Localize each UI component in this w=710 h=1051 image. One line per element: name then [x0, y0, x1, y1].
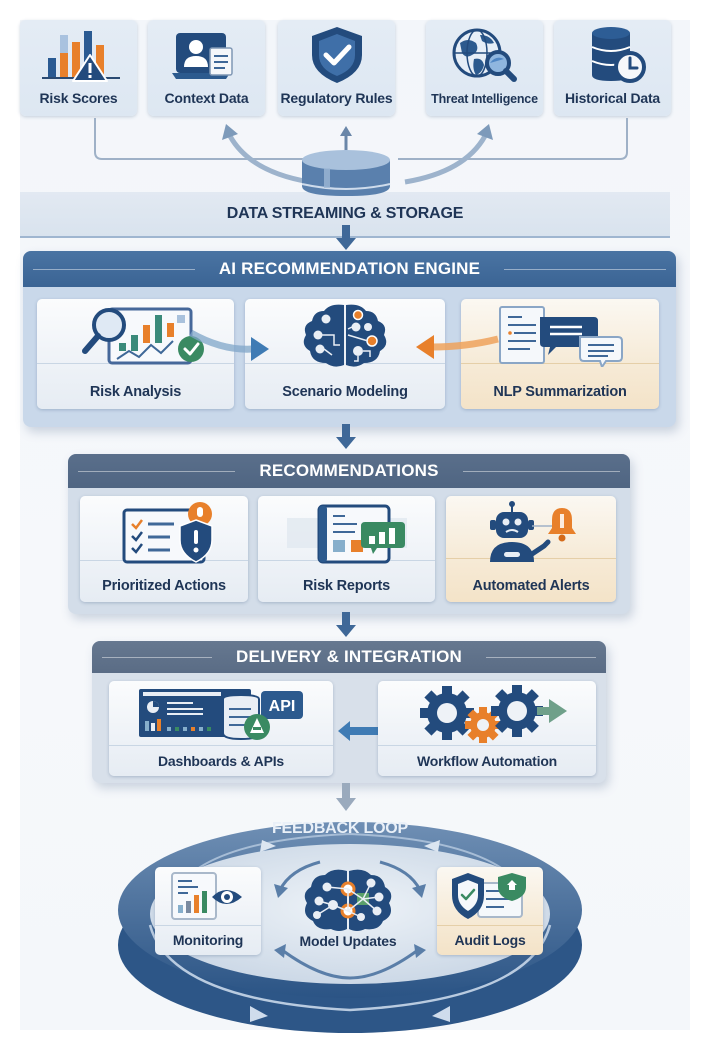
bidirectional-arrow-icon — [338, 721, 390, 741]
shield-document-icon — [437, 869, 543, 925]
arrow-down-icon — [336, 424, 356, 449]
report-chart-bubble-icon — [258, 500, 435, 566]
engine-card-nlp-summarization[interactable]: NLP Summarization — [461, 299, 659, 409]
panel-header: AI RECOMMENDATION ENGINE — [23, 251, 676, 287]
engine-card-scenario-modeling[interactable]: Scenario Modeling — [245, 299, 445, 409]
arrow-head — [260, 840, 276, 852]
card-label: Prioritized Actions — [102, 578, 226, 594]
delivery-integration-panel: DELIVERY & INTEGRATION — [92, 641, 606, 783]
recommendation-card-automated-alerts[interactable]: Automated Alerts — [446, 496, 616, 602]
card-label: Scenario Modeling — [282, 384, 408, 400]
arrow-down-icon — [336, 612, 356, 637]
panel-title: AI RECOMMENDATION ENGINE — [218, 259, 481, 278]
document-chat-bubbles-icon — [461, 303, 659, 367]
recommendations-panel: RECOMMENDATIONS — [68, 454, 630, 614]
ai-recommendation-engine-panel: AI RECOMMENDATION ENGINE — [23, 251, 676, 427]
panel-title: RECOMMENDATIONS — [259, 461, 439, 480]
source-card-historical-data[interactable]: Historical Data — [554, 20, 671, 116]
architecture-diagram: Risk Scores Context Data Regula — [20, 20, 690, 1033]
arrow-down-icon — [336, 225, 356, 250]
recommendation-card-prioritized-actions[interactable]: Prioritized Actions — [80, 496, 248, 602]
curved-arrow — [227, 134, 311, 185]
divider — [504, 268, 667, 270]
source-card-threat-intelligence[interactable]: Threat Intelligence — [426, 20, 543, 116]
flow-arrow-left-icon — [416, 335, 499, 359]
arrow-head — [250, 1006, 268, 1022]
curved-arrow — [404, 134, 488, 185]
arrow-head — [477, 124, 493, 140]
curved-arrow — [281, 948, 419, 980]
source-label: Threat Intelligence — [431, 92, 538, 106]
source-label: Regulatory Rules — [280, 90, 393, 106]
item-label: Model Updates — [299, 933, 397, 949]
arrow-head — [432, 1006, 450, 1022]
checklist-shield-alert-icon — [80, 500, 248, 566]
arrow-head — [412, 884, 426, 898]
card-label: Workflow Automation — [416, 753, 558, 769]
user-profile-document-icon — [148, 24, 265, 86]
source-card-risk-scores[interactable]: Risk Scores — [20, 20, 137, 116]
source-connectors — [94, 118, 628, 185]
divider — [462, 470, 621, 472]
source-label: Historical Data — [564, 90, 661, 106]
card-label: Automated Alerts — [472, 578, 590, 594]
panel-header: RECOMMENDATIONS — [68, 454, 630, 488]
recommendation-card-risk-reports[interactable]: Risk Reports — [258, 496, 435, 602]
database-cylinder-icon — [301, 150, 391, 196]
delivery-card-workflow-automation[interactable]: Workflow Automation — [378, 681, 596, 776]
flow-arrow-right-icon — [189, 329, 269, 361]
card-label: Audit Logs — [454, 932, 526, 948]
divider — [102, 656, 212, 658]
bar-chart-warning-icon — [20, 24, 137, 86]
feedback-item-model-updates[interactable]: Model Updates — [288, 865, 408, 961]
gears-arrow-icon — [378, 683, 596, 745]
connector-line — [94, 118, 320, 160]
source-label: Context Data — [164, 90, 249, 106]
feedback-card-monitoring[interactable]: Monitoring — [155, 867, 261, 955]
magnifier-chart-check-icon — [37, 303, 234, 369]
chart-eye-icon — [155, 869, 261, 925]
brain-circuit-icon — [245, 301, 445, 371]
brain-network-icon — [288, 865, 408, 933]
loop-arc — [169, 832, 531, 899]
arrow-head — [274, 944, 286, 958]
globe-magnifier-icon — [426, 24, 543, 86]
engine-card-risk-analysis[interactable]: Risk Analysis — [37, 299, 234, 409]
feedback-card-audit-logs[interactable]: Audit Logs — [437, 867, 543, 955]
divider — [78, 470, 236, 472]
card-label: Risk Analysis — [89, 384, 182, 400]
panel-title: DELIVERY & INTEGRATION — [235, 647, 463, 666]
robot-bell-icon — [446, 500, 616, 566]
arrow-down-icon — [336, 783, 356, 811]
card-label: Monitoring — [172, 932, 244, 948]
source-label: Risk Scores — [39, 90, 118, 106]
database-clock-icon — [554, 24, 671, 86]
arrow-head — [340, 126, 352, 136]
source-card-context-data[interactable]: Context Data — [148, 20, 265, 116]
panel-header: DELIVERY & INTEGRATION — [92, 641, 606, 673]
dashboard-api-icon: API — [109, 683, 333, 745]
loop-arc — [148, 924, 552, 1012]
divider — [33, 268, 195, 270]
divider — [486, 656, 596, 658]
api-badge: API — [269, 698, 296, 715]
arrow-head — [274, 884, 288, 898]
card-label: Risk Reports — [302, 578, 391, 594]
arrow-head — [414, 944, 426, 958]
storage-label: DATA STREAMING & STORAGE — [226, 205, 464, 222]
arrow-head — [424, 840, 440, 852]
card-label: Dashboards & APIs — [157, 753, 284, 769]
card-label: NLP Summarization — [493, 384, 627, 400]
feedback-loop-title: FEEDBACK LOOP — [271, 820, 409, 837]
arrow-head — [222, 124, 238, 140]
connector-line — [398, 118, 628, 160]
delivery-card-dashboards-apis[interactable]: API Dashboards & APIs — [109, 681, 333, 776]
shield-check-icon — [278, 24, 395, 86]
source-card-regulatory-rules[interactable]: Regulatory Rules — [278, 20, 395, 116]
